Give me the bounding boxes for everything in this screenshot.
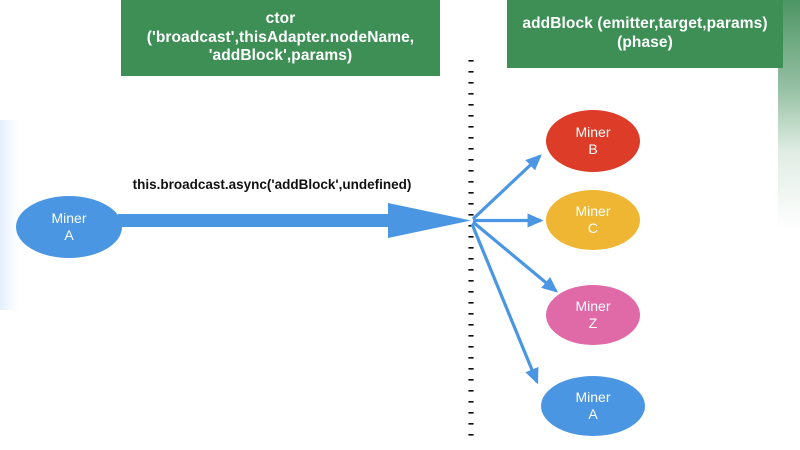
node-miner-z[interactable]: Miner Z: [546, 285, 640, 345]
broadcast-arrow: [118, 203, 471, 238]
ctor-signature-box: ctor ('broadcast',thisAdapter.nodeName, …: [121, 0, 440, 76]
broadcast-call-label: this.broadcast.async('addBlock',undefine…: [132, 177, 412, 192]
node-miner-b[interactable]: Miner B: [546, 110, 640, 172]
arrow-to-miner-b: [471, 154, 542, 221]
arrow-to-miner-z: [471, 220, 558, 293]
node-miner-c[interactable]: Miner C: [546, 190, 640, 250]
node-miner-a-right[interactable]: Miner A: [541, 376, 645, 436]
arrow-to-miner-a-right: [470, 223, 539, 385]
node-miner-a-left[interactable]: Miner A: [16, 196, 122, 258]
addblock-signature-box: addBlock (emitter,target,params) (phase): [507, 0, 783, 68]
